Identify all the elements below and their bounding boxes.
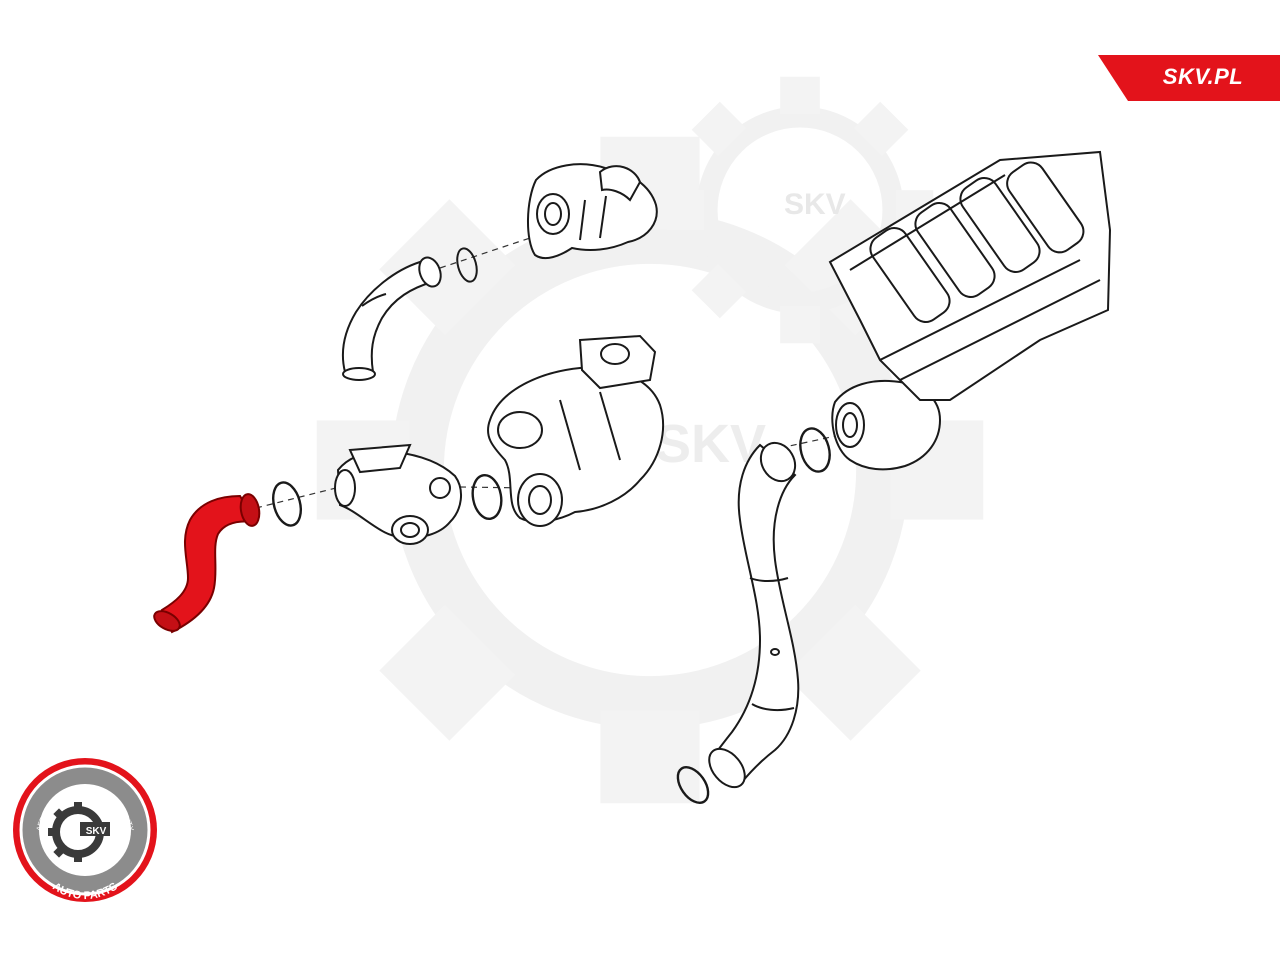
- charge-air-pipe: [708, 441, 800, 789]
- brand-tab-shape: [1098, 55, 1280, 101]
- upper-intake-pipe: [341, 256, 442, 381]
- brand-tab: SKV.PL: [1098, 55, 1280, 101]
- brand-website-label: SKV.PL: [1162, 64, 1244, 89]
- hose-seal-ring: [272, 481, 302, 527]
- intercooler-hose: [153, 493, 261, 634]
- middle-elbow-housing: [334, 443, 462, 545]
- watermark-text-small: SKV: [784, 188, 846, 221]
- upper-seal-ring: [456, 247, 478, 283]
- upper-turbocharger: [527, 163, 658, 259]
- badge-center-text: SKV: [86, 826, 107, 837]
- intake-manifold: [828, 150, 1112, 401]
- pipe-bottom-seal-ring: [676, 766, 710, 804]
- badge-gear-icon: [48, 802, 110, 862]
- throttle-body: [831, 379, 942, 471]
- main-turbocharger: [486, 334, 664, 527]
- turbo-seal-ring: [471, 473, 503, 521]
- manifold-seal-ring: [799, 427, 831, 473]
- skv-auto-parts-badge: SKV AFTERMARKET PRICE · OE QUALITY AUTO …: [13, 758, 157, 902]
